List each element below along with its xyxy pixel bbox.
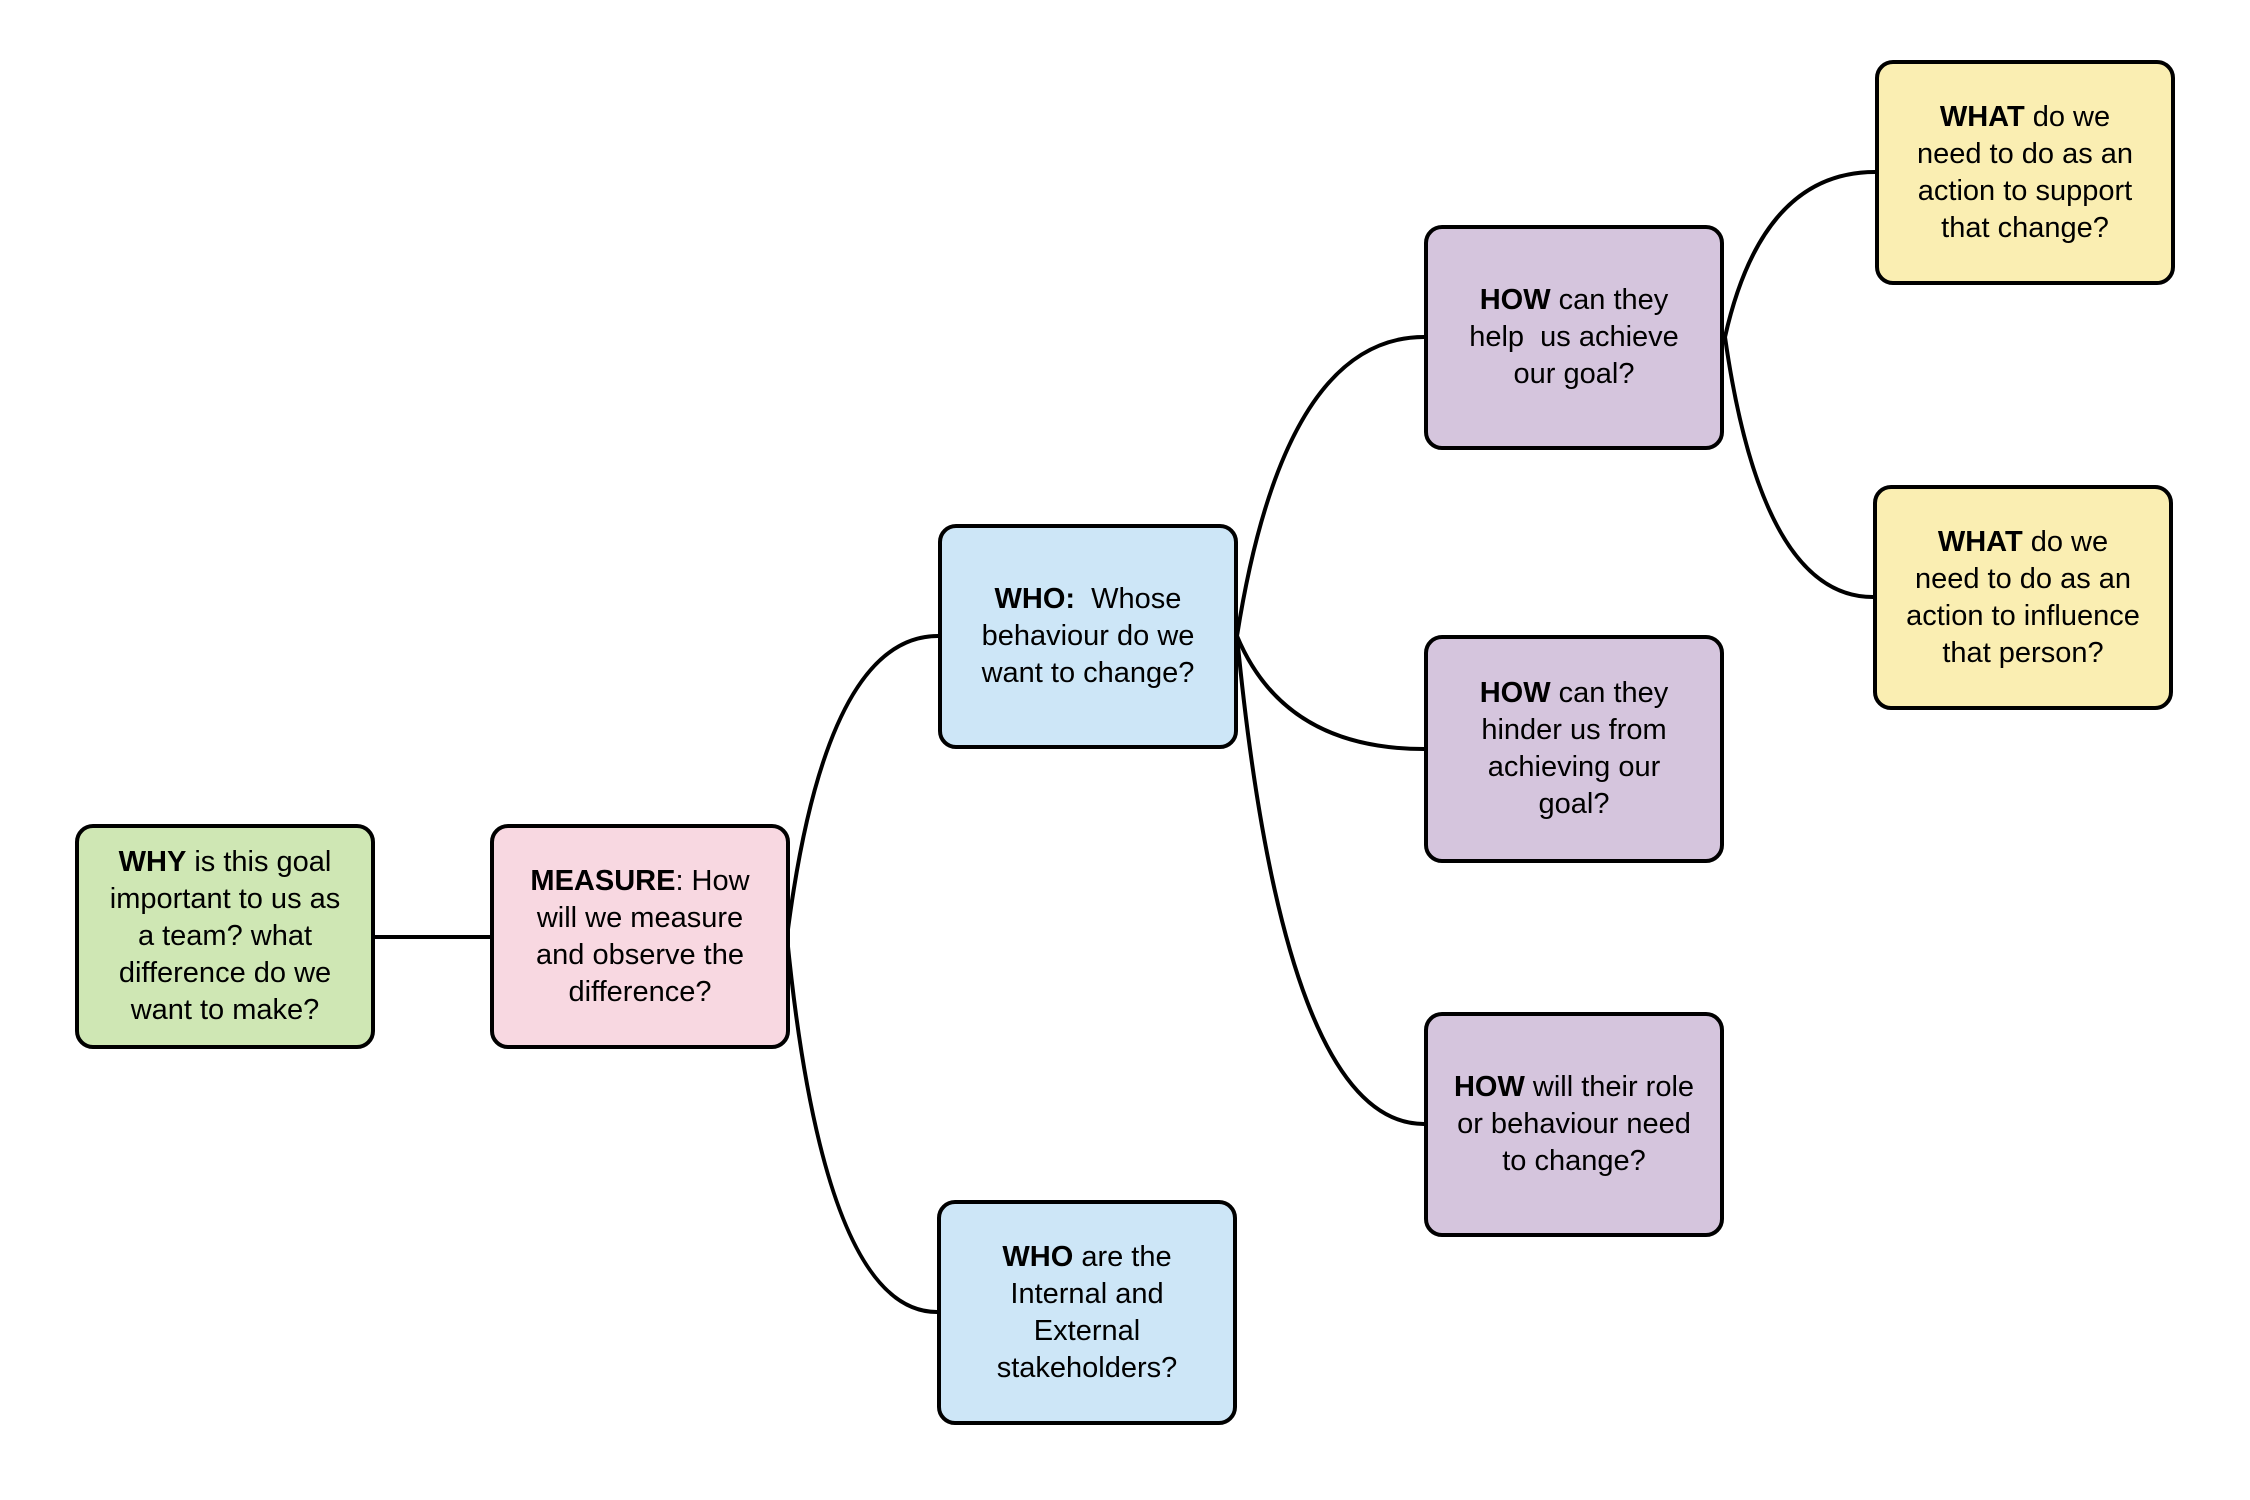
node-how-role[interactable]: HOW will their role or behaviour need to…: [1424, 1012, 1724, 1237]
node-what-influence[interactable]: WHAT do we need to do as an action to in…: [1873, 485, 2173, 710]
edge-measure-who-stakeholders: [785, 935, 939, 1314]
edge-who-how-help: [1235, 335, 1426, 638]
edge-who-how-role: [1235, 634, 1426, 1126]
edge-measure-who-behaviour: [785, 634, 940, 939]
node-measure[interactable]: MEASURE: How will we measure and observe…: [490, 824, 790, 1049]
node-what-influence-text: WHAT do we need to do as an action to in…: [1906, 525, 2140, 669]
node-who-stakeholders-text: WHO are the Internal and External stakeh…: [996, 1240, 1178, 1384]
node-who-behaviour-text: WHO: Whose behaviour do we want to chang…: [981, 583, 1195, 689]
node-why-text: WHY is this goal important to us as a te…: [109, 846, 341, 1026]
node-how-role-text: HOW will their role or behaviour need to…: [1453, 1071, 1695, 1177]
node-how-hinder[interactable]: HOW can they hinder us from achieving ou…: [1424, 635, 1724, 863]
edge-how-what-influence: [1723, 335, 1875, 599]
node-what-support-text: WHAT do we need to do as an action to su…: [1916, 100, 2134, 244]
node-how-help[interactable]: HOW can they help us achieve our goal?: [1424, 225, 1724, 450]
node-what-support[interactable]: WHAT do we need to do as an action to su…: [1875, 60, 2175, 285]
node-measure-text: MEASURE: How will we measure and observe…: [530, 864, 750, 1008]
node-why[interactable]: WHY is this goal important to us as a te…: [75, 824, 375, 1049]
node-how-help-text: HOW can they help us achieve our goal?: [1469, 284, 1679, 390]
edge-who-how-hinder: [1235, 634, 1426, 751]
node-how-hinder-text: HOW can they hinder us from achieving ou…: [1479, 677, 1669, 820]
node-who-behaviour[interactable]: WHO: Whose behaviour do we want to chang…: [938, 524, 1238, 749]
edge-how-what-support: [1723, 170, 1877, 339]
node-who-stakeholders[interactable]: WHO are the Internal and External stakeh…: [937, 1200, 1237, 1425]
